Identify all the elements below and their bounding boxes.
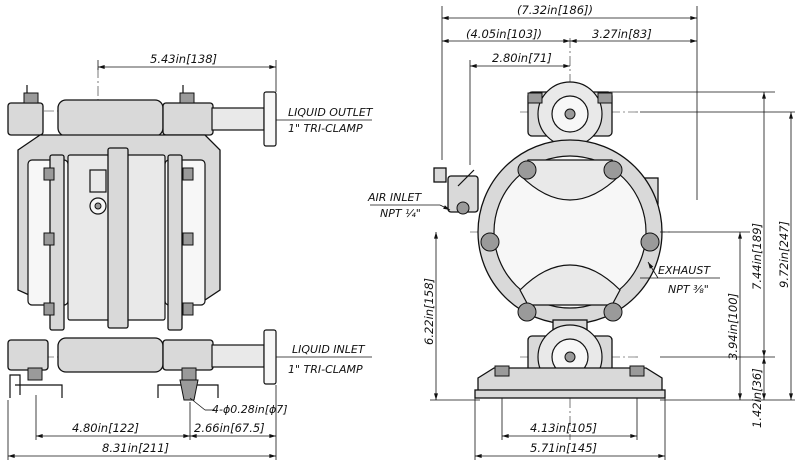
side-dim-right: 3.27in[83] (592, 27, 652, 41)
side-view: (7.32in[186]) (4.05in[103]) 3.27in[83] 2… (367, 3, 795, 460)
side-dim-inlet-height: 1.42in[36] (750, 368, 764, 428)
side-dim-exhaust-height: 3.94in[100] (726, 293, 740, 360)
front-dim-foot-spacing: 4.80in[122] (72, 421, 139, 435)
front-view: 5.43in[138] LIQUID OUTLET 1" TRI-CLAMP L… (7, 52, 374, 460)
front-inlet-manifold (7, 329, 277, 401)
side-label-air-inlet: AIR INLET (367, 191, 422, 204)
front-label-outlet-size: 1" TRI-CLAMP (288, 122, 363, 135)
side-base-plate (474, 365, 666, 399)
front-label-inlet-size: 1" TRI-CLAMP (288, 363, 363, 376)
side-dim-outlet-height: 7.44in[189] (750, 223, 764, 290)
side-diaphragm-chamber (477, 139, 663, 325)
side-dim-base-width: 5.71in[145] (530, 441, 597, 455)
side-label-exhaust: EXHAUST (658, 264, 711, 277)
front-label-mounting-holes: 4-ϕ0.28in[ϕ7] (212, 403, 288, 416)
front-dim-top-width: 5.43in[138] (150, 52, 217, 66)
front-dim-inlet-offset: 2.66in[67.5] (194, 421, 265, 435)
side-dim-foot-holes: 4.13in[105] (530, 421, 597, 435)
front-pump-body (17, 134, 221, 331)
side-dim-overall: (7.32in[186]) (517, 3, 593, 17)
front-dim-overall-width: 8.31in[211] (102, 441, 169, 455)
side-label-exhaust-size: NPT ⅜" (668, 283, 709, 296)
side-dim-air: 2.80in[71] (492, 51, 552, 65)
front-label-inlet: LIQUID INLET (292, 343, 366, 356)
side-air-inlet-fitting (433, 167, 479, 215)
front-label-outlet: LIQUID OUTLET (288, 106, 374, 119)
side-dim-left: (4.05in[103]) (466, 27, 542, 41)
side-dim-total-height: 9.72in[247] (777, 221, 791, 288)
side-label-air-size: NPT ¼" (380, 207, 421, 220)
side-dim-center-height: 6.22in[158] (422, 278, 436, 345)
